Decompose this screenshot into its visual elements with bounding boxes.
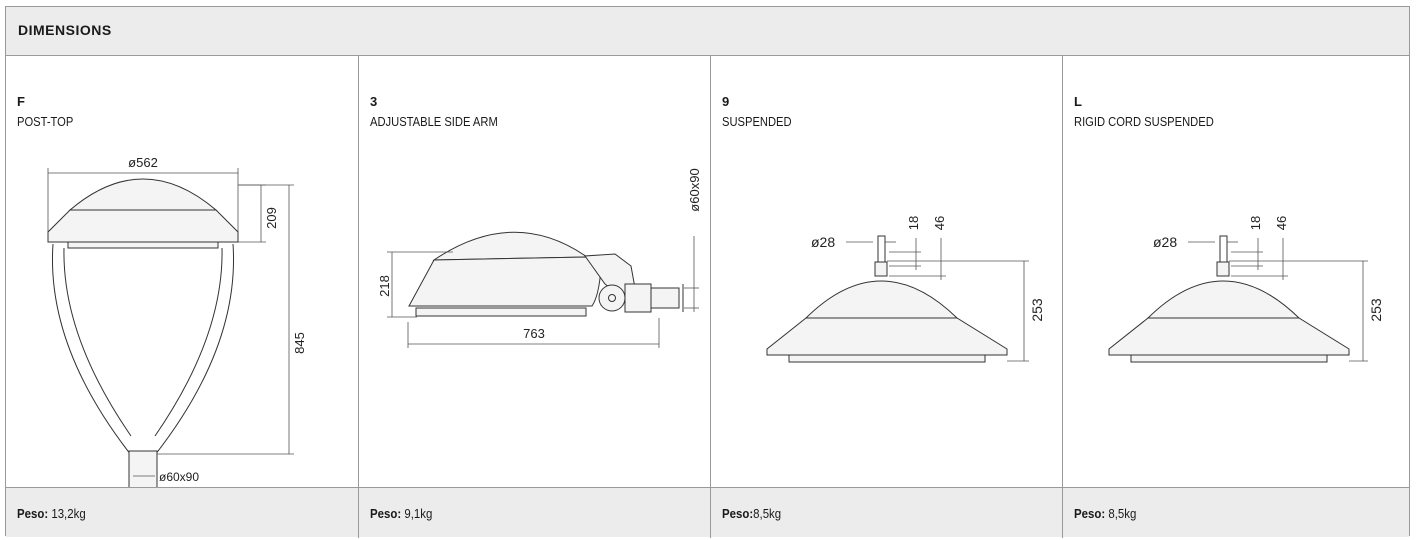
weight-label: Peso: bbox=[1074, 506, 1106, 521]
section-header: DIMENSIONS bbox=[6, 7, 1409, 56]
weight-value: 8,5kg bbox=[1105, 506, 1137, 521]
dim-head-label: 209 bbox=[264, 207, 279, 229]
post-top-spigot bbox=[128, 450, 158, 487]
weights-row: Peso: 13,2kg Peso: 9,1kg Peso:8,5kg Peso… bbox=[6, 487, 1411, 538]
side-arm-drawing: ø60x90 218 763 bbox=[377, 168, 702, 348]
suspended-canopy bbox=[766, 317, 1008, 356]
dim-height-label: 218 bbox=[377, 275, 392, 297]
suspended-dome bbox=[804, 280, 959, 319]
model-code: 9 bbox=[722, 94, 730, 109]
weight-value: 13,2kg bbox=[48, 506, 86, 521]
suspended-cord bbox=[877, 235, 886, 263]
rigid-cord-drawing: ø28 18 46 253 bbox=[1108, 216, 1384, 363]
model-code: F bbox=[17, 94, 25, 109]
drawings-row: ø562 209 bbox=[6, 56, 1409, 487]
column-suspended: ø28 18 46 253 9 SUSPENDED bbox=[710, 56, 1062, 487]
column-rigid-cord: ø28 18 46 253 L RIGID CORD SUSPENDED bbox=[1062, 56, 1411, 487]
side-arm-canopy bbox=[408, 256, 602, 307]
dim-d1-label: 18 bbox=[906, 216, 921, 230]
post-top-dome bbox=[68, 178, 218, 211]
weight-cell-rigid-cord: Peso: 8,5kg bbox=[1062, 488, 1411, 538]
weight-text: Peso: 13,2kg bbox=[17, 506, 86, 521]
post-top-body-right bbox=[154, 243, 235, 456]
rigid-cord-dome bbox=[1146, 280, 1301, 319]
model-name: SUSPENDED bbox=[722, 114, 792, 129]
dim-d1-label: 18 bbox=[1248, 216, 1263, 230]
column-post-top: ø562 209 bbox=[6, 56, 358, 487]
column-side-arm: ø60x90 218 763 3 ADJUSTABLE SIDE ARM bbox=[358, 56, 710, 487]
post-top-body-left bbox=[51, 243, 132, 456]
weight-cell-post-top: Peso: 13,2kg bbox=[6, 488, 358, 538]
weight-cell-suspended: Peso:8,5kg bbox=[710, 488, 1062, 538]
post-top-canopy bbox=[47, 209, 239, 243]
dim-diameter-label: ø562 bbox=[128, 155, 158, 170]
weight-label: Peso: bbox=[370, 506, 402, 521]
rigid-cord-canopy bbox=[1108, 317, 1350, 356]
dim-length-label: 763 bbox=[523, 326, 545, 341]
weight-text: Peso:8,5kg bbox=[722, 506, 781, 521]
dim-total-label: 845 bbox=[292, 332, 307, 354]
dim-height-label: 253 bbox=[1029, 298, 1045, 322]
weight-value: 9,1kg bbox=[401, 506, 433, 521]
suspended-drawing: ø28 18 46 253 bbox=[766, 216, 1045, 363]
dim-cord-label: ø28 bbox=[811, 234, 835, 250]
weight-text: Peso: 8,5kg bbox=[1074, 506, 1136, 521]
model-name: RIGID CORD SUSPENDED bbox=[1074, 114, 1214, 129]
post-top-drawing: ø562 209 bbox=[47, 155, 307, 487]
model-code: L bbox=[1074, 94, 1082, 109]
weight-cell-side-arm: Peso: 9,1kg bbox=[358, 488, 710, 538]
side-arm-dome bbox=[432, 231, 589, 261]
section-title: DIMENSIONS bbox=[18, 22, 112, 38]
dim-d2-label: 46 bbox=[1274, 216, 1289, 230]
model-code: 3 bbox=[370, 94, 378, 109]
dim-height-label: 253 bbox=[1368, 298, 1384, 322]
weight-value: 8,5kg bbox=[753, 506, 782, 521]
dim-d2-label: 46 bbox=[932, 216, 947, 230]
rigid-cord-stem bbox=[1219, 235, 1228, 263]
dim-cord-label: ø28 bbox=[1153, 234, 1177, 250]
model-name: POST-TOP bbox=[17, 114, 74, 129]
model-name: ADJUSTABLE SIDE ARM bbox=[370, 114, 498, 129]
dimensions-sheet: DIMENSIONS ø562 bbox=[5, 6, 1411, 538]
weight-label: Peso: bbox=[722, 506, 754, 521]
dim-pole-label: ø60x90 bbox=[159, 470, 199, 484]
weight-label: Peso: bbox=[17, 506, 49, 521]
weight-text: Peso: 9,1kg bbox=[370, 506, 432, 521]
side-arm-joint bbox=[598, 284, 626, 312]
dim-pole-label: ø60x90 bbox=[687, 168, 702, 211]
